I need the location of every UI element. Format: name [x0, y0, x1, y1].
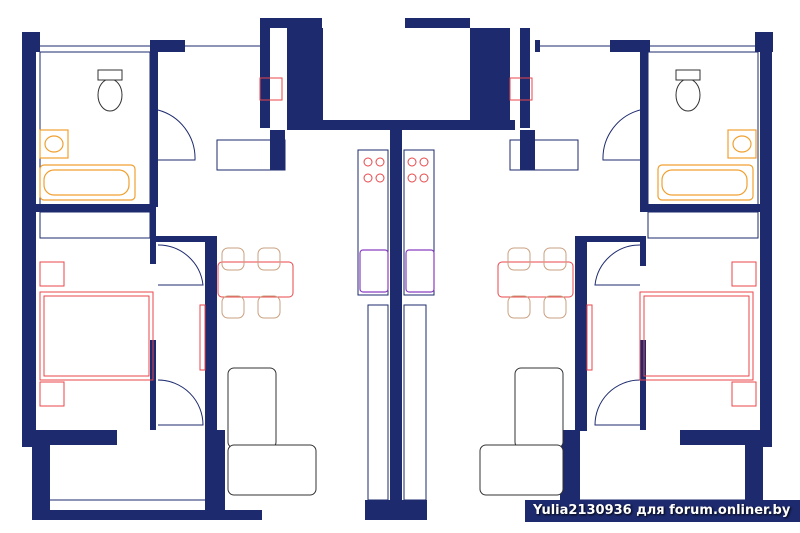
dining-sets	[217, 247, 574, 319]
bedroom-furniture	[39, 77, 757, 407]
watermark: Yulia2130936 для forum.onliner.by	[525, 500, 800, 522]
walls	[22, 18, 773, 520]
kitchen	[359, 157, 435, 293]
sofas	[227, 367, 564, 496]
bathroom-fixtures	[39, 69, 757, 201]
